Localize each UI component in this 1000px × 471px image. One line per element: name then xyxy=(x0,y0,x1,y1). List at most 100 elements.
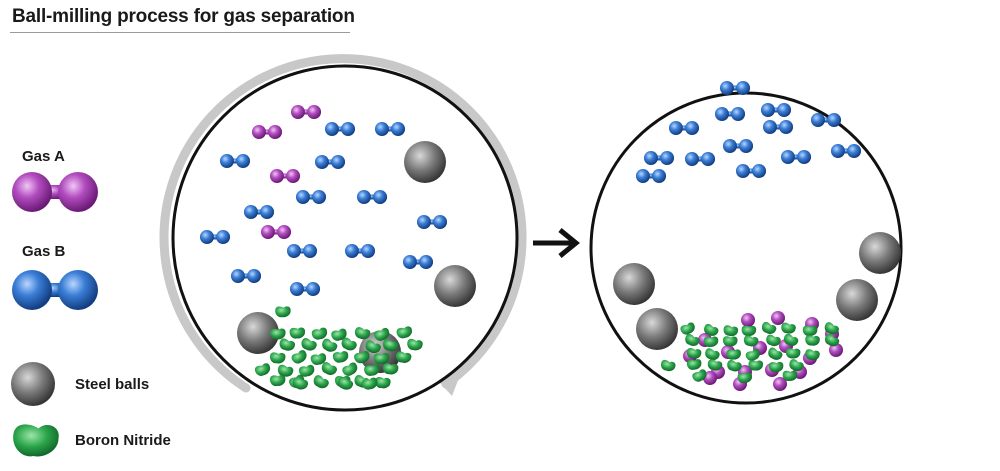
boron-nitride-particle xyxy=(337,376,354,390)
boron-nitride-particle xyxy=(292,377,309,390)
gas-b-molecule xyxy=(374,122,406,136)
boron-nitride-particles xyxy=(254,306,840,390)
boron-nitride-particle xyxy=(275,306,291,318)
gas-b-molecule xyxy=(684,152,716,166)
legend-gas-a-label: Gas A xyxy=(22,148,65,165)
boron-nitride-particle xyxy=(373,352,390,365)
boron-nitride-particle xyxy=(660,359,676,372)
legend-gas-b-label: Gas B xyxy=(22,243,66,260)
boron-nitride-particle xyxy=(737,372,753,384)
boron-nitride-particle xyxy=(254,363,271,376)
boron-nitride-particle xyxy=(311,327,328,340)
boron-nitride-particle xyxy=(805,335,820,346)
steel-ball xyxy=(836,279,878,321)
gas-b-molecules xyxy=(199,81,862,296)
boron-nitride-particle xyxy=(270,328,286,340)
boron-nitride-particle xyxy=(289,327,306,339)
gas-a-molecule xyxy=(269,169,301,183)
boron-nitride-particle xyxy=(375,377,391,389)
boron-nitride-particle xyxy=(783,333,799,346)
boron-nitride-particle xyxy=(298,364,315,377)
gas-b-molecule xyxy=(780,150,812,164)
legend-boron-nitride-label: Boron Nitride xyxy=(75,432,171,449)
gas-a-atom xyxy=(829,343,843,357)
gas-b-molecule xyxy=(356,190,388,204)
gas-b-molecule xyxy=(830,144,862,158)
boron-nitride-particle xyxy=(768,361,784,373)
steel-ball xyxy=(237,312,279,354)
gas-b-molecule xyxy=(719,81,751,95)
boron-nitride-particle xyxy=(680,322,695,335)
boron-nitride-particle xyxy=(726,349,741,360)
boron-nitride-particle xyxy=(686,359,702,370)
boron-nitride-particle xyxy=(321,362,337,375)
gas-b-molecule xyxy=(722,139,754,153)
gas-b-molecule xyxy=(635,169,667,183)
boron-nitride-particle xyxy=(727,359,742,372)
boron-nitride-particle xyxy=(374,328,390,341)
gas-b-molecule xyxy=(760,103,792,117)
boron-nitride-particle xyxy=(277,364,294,377)
boron-nitride-particle xyxy=(748,360,764,371)
boron-nitride-particle xyxy=(383,339,399,352)
boron-nitride-particle xyxy=(703,336,719,348)
boron-nitride-particle xyxy=(743,335,759,347)
gas-b-molecule xyxy=(714,107,746,121)
boron-nitride-particle xyxy=(824,333,840,347)
gas-b-molecule xyxy=(762,120,794,134)
gas-a-molecule xyxy=(251,125,283,139)
legend-gas-b-icon xyxy=(12,270,98,310)
boron-nitride-particle xyxy=(707,359,723,371)
steel-ball xyxy=(404,141,446,183)
steel-ball xyxy=(11,362,55,406)
boron-nitride-particle xyxy=(407,338,423,351)
gas-a-molecule xyxy=(290,105,322,119)
boron-nitride-particle xyxy=(322,338,338,352)
gas-b-molecule xyxy=(230,269,262,283)
gas-b-molecule xyxy=(810,113,842,127)
boron-nitride-particle xyxy=(291,350,307,364)
gas-b-molecule xyxy=(324,122,356,136)
gas-a-atom xyxy=(741,313,755,327)
boron-nitride-particle xyxy=(354,327,371,340)
gas-b-molecule xyxy=(286,244,318,258)
boron-nitride-particle xyxy=(301,337,317,351)
gas-b-molecule xyxy=(295,190,327,204)
gas-b-molecule xyxy=(735,164,767,178)
boron-nitride-particle xyxy=(722,336,738,347)
legend-gas-a-icon xyxy=(12,172,98,212)
boron-nitride-particle xyxy=(342,362,358,376)
legend-icons xyxy=(11,172,98,457)
boron-nitride-particle xyxy=(802,325,818,336)
steel-ball xyxy=(859,232,901,274)
gas-b-molecule xyxy=(243,205,275,219)
boron-nitride-particle xyxy=(310,353,327,366)
circular-arrow-icon xyxy=(159,54,527,393)
boron-nitride-particle xyxy=(692,369,707,382)
boron-nitride-particle xyxy=(395,351,412,363)
gas-b-molecule xyxy=(344,244,376,258)
boron-nitride-particle xyxy=(761,321,777,334)
boron-nitride-particle xyxy=(361,377,378,390)
page-title: Ball-milling process for gas separation xyxy=(12,6,355,27)
gas-b-molecule xyxy=(314,155,346,169)
boron-nitride-particle xyxy=(382,363,399,375)
boron-nitride-particle xyxy=(745,348,760,361)
boron-nitride-particle xyxy=(341,337,357,351)
legend-steel-balls-label: Steel balls xyxy=(75,376,150,393)
boron-nitride-particle xyxy=(331,328,347,341)
boron-nitride-particle xyxy=(685,334,700,346)
steel-ball xyxy=(434,265,476,307)
boron-nitride-particle xyxy=(805,349,820,361)
boron-nitride-particle xyxy=(789,359,804,372)
gas-b-molecule xyxy=(219,154,251,168)
boron-nitride-particle xyxy=(279,338,296,351)
boron-nitride-particle xyxy=(782,370,798,381)
boron-nitride-particle xyxy=(824,322,840,335)
boron-nitride-particle xyxy=(785,348,801,359)
boron-nitride-particle xyxy=(313,375,329,389)
gas-a-atom xyxy=(771,311,785,325)
boron-nitride-particle xyxy=(354,350,370,364)
boron-nitride-particle xyxy=(704,323,719,336)
